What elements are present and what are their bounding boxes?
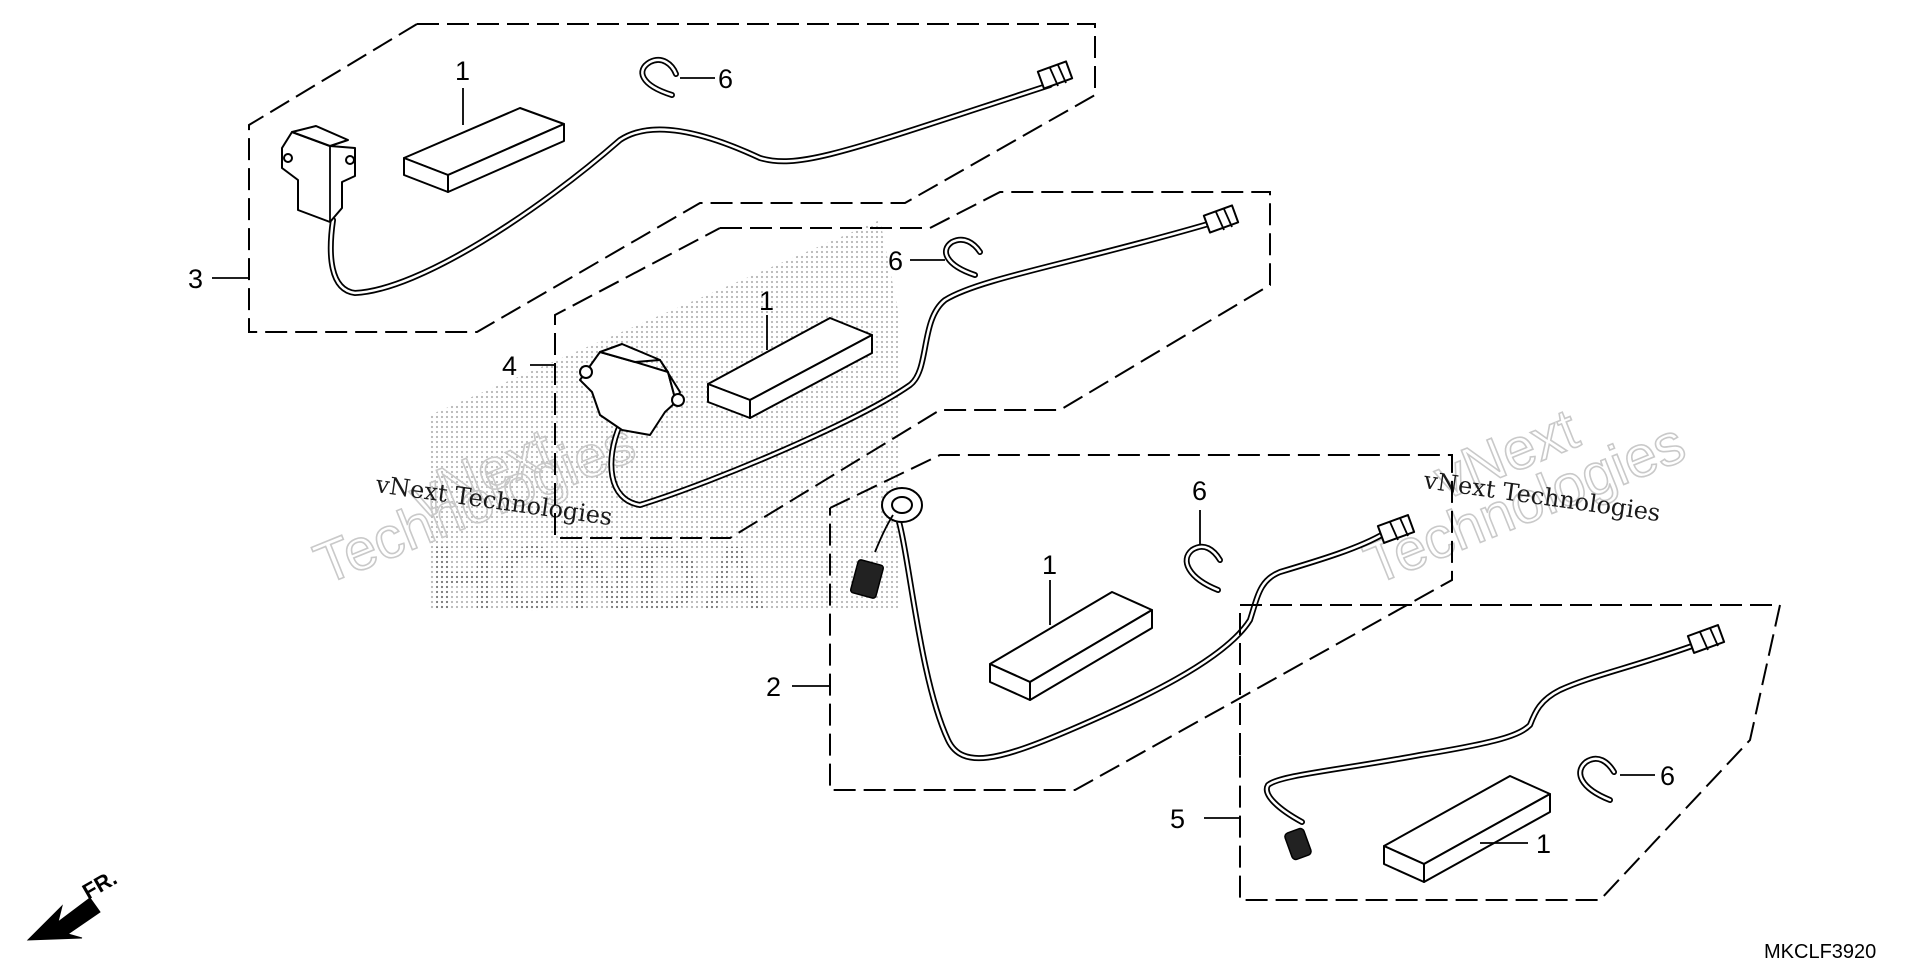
group-4-dashed-outline bbox=[554, 191, 1271, 539]
group-4-control-module bbox=[579, 343, 685, 436]
group-4 bbox=[554, 191, 1271, 539]
callout-6-group-5: 6 bbox=[1660, 761, 1675, 791]
callout-labels: 3 1 6 4 1 6 2 1 6 5 1 6 bbox=[188, 56, 1675, 859]
callout-1-group-4: 1 bbox=[759, 286, 774, 316]
callout-leaders bbox=[212, 77, 1655, 844]
group-4-cable-clip bbox=[943, 236, 983, 278]
figure-code: MKCLF3920 bbox=[1764, 941, 1876, 960]
group-2-cable-clip bbox=[1183, 543, 1223, 593]
group-5-harness-lead bbox=[1284, 827, 1312, 861]
group-3-connector bbox=[1036, 60, 1074, 90]
front-direction-label: FR. bbox=[78, 865, 121, 904]
callout-5: 5 bbox=[1170, 804, 1185, 834]
group-2-connector bbox=[1376, 514, 1416, 544]
group-3-double-sided-tape bbox=[403, 107, 565, 193]
group-5-cable-core bbox=[1265, 643, 1697, 824]
group-2-grommet bbox=[881, 487, 923, 523]
group-2-harness-lead bbox=[849, 514, 894, 599]
callout-1-group-5: 1 bbox=[1536, 829, 1551, 859]
group-5-connector bbox=[1686, 624, 1726, 654]
front-arrow-icon bbox=[26, 897, 101, 941]
callout-4: 4 bbox=[502, 351, 517, 381]
callout-2: 2 bbox=[766, 672, 781, 702]
group-3-cable-clip bbox=[639, 56, 679, 98]
watermark-brand: HONDA bbox=[430, 528, 767, 630]
group-3-dashed-outline bbox=[248, 23, 1096, 333]
callout-3: 3 bbox=[188, 264, 203, 294]
dotted-watermark-band bbox=[430, 220, 900, 610]
group-4-connector bbox=[1202, 204, 1240, 234]
group-4-double-sided-tape bbox=[707, 317, 873, 419]
callout-1-group-2: 1 bbox=[1042, 550, 1057, 580]
group-4-cable-core bbox=[610, 220, 1217, 507]
group-3-control-module bbox=[281, 125, 356, 223]
callout-6-group-4: 6 bbox=[888, 246, 903, 276]
group-2 bbox=[829, 454, 1453, 791]
group-5-dashed-outline bbox=[1239, 604, 1782, 901]
group-3 bbox=[248, 23, 1096, 333]
callout-1-group-3: 1 bbox=[455, 56, 470, 86]
callout-6-group-2: 6 bbox=[1192, 476, 1207, 506]
group-2-cable bbox=[895, 515, 1388, 762]
group-2-cable-core bbox=[896, 516, 1387, 760]
group-5 bbox=[1239, 604, 1782, 901]
callout-6-group-3: 6 bbox=[718, 64, 733, 94]
group-3-cable-core bbox=[329, 83, 1052, 295]
group-5-cable-clip bbox=[1577, 755, 1617, 803]
group-2-double-sided-tape bbox=[989, 591, 1153, 701]
group-5-double-sided-tape bbox=[1383, 775, 1551, 883]
front-direction-indicator: FR. bbox=[26, 865, 121, 941]
group-2-dashed-outline bbox=[829, 454, 1453, 791]
